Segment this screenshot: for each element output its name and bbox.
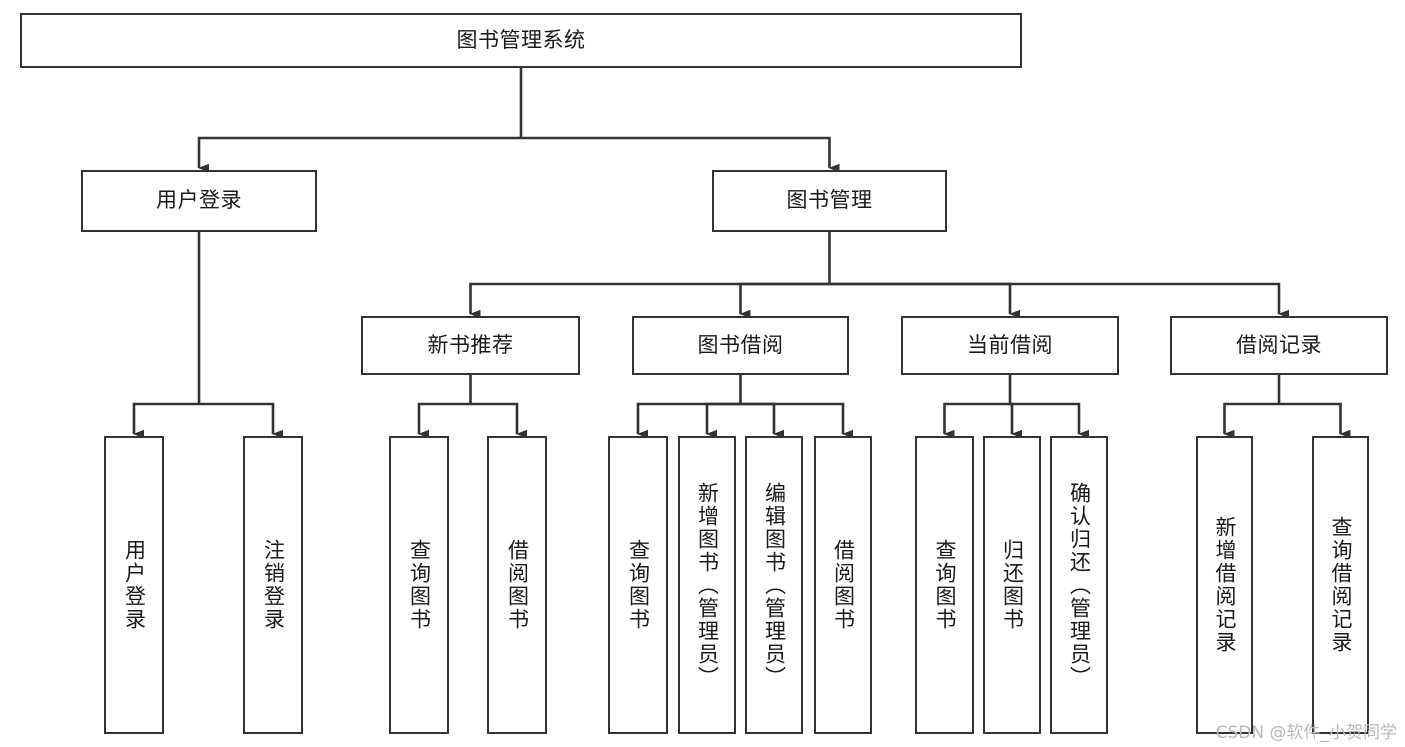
node-label: 注销登录 [261, 539, 286, 631]
node-label: 查询图书 [933, 539, 957, 631]
node-label: 借阅图书 [831, 539, 856, 631]
node-label: 用户登录 [156, 188, 242, 213]
connector-branch [1010, 402, 1089, 439]
node-label: 图书管理系统 [456, 27, 586, 52]
node-login[interactable]: 用户登录 [81, 170, 317, 232]
node-label: 借阅图书 [505, 539, 530, 631]
node-label: 借阅记录 [1236, 332, 1322, 357]
connector-branch [1223, 402, 1279, 439]
node-l5[interactable]: 查询图书 [608, 436, 668, 734]
node-label: 新增图书（管理员） [695, 481, 720, 689]
node-bookmgmt[interactable]: 图书管理 [712, 170, 947, 232]
node-l13[interactable]: 查询借阅记录 [1312, 436, 1369, 734]
node-borrow[interactable]: 图书借阅 [632, 316, 849, 375]
node-current[interactable]: 当前借阅 [901, 316, 1119, 375]
node-records[interactable]: 借阅记录 [1170, 316, 1388, 375]
connector-branch [417, 402, 471, 439]
connector-branch [705, 402, 741, 439]
node-label: 归还图书 [1000, 539, 1025, 631]
node-l3[interactable]: 查询图书 [389, 436, 449, 734]
connector-branch [1279, 402, 1351, 439]
connector-branch [521, 136, 840, 173]
connector-branch [636, 402, 741, 439]
connector-branch [943, 402, 1010, 439]
node-label: 查询借阅记录 [1329, 516, 1353, 654]
watermark-text: CSDN @软件_小贺同学 [1215, 723, 1397, 743]
connector-branch [469, 282, 830, 319]
node-label: 查询图书 [626, 539, 651, 631]
node-label: 用户登录 [122, 539, 147, 631]
connector-branch [470, 402, 527, 439]
connector-branch [132, 402, 199, 439]
node-l12[interactable]: 新增借阅记录 [1196, 436, 1253, 734]
connector-branch [199, 402, 283, 439]
node-l7[interactable]: 编辑图书（管理员） [745, 436, 803, 734]
node-label: 查询图书 [407, 539, 432, 631]
node-label: 编辑图书（管理员） [762, 481, 787, 689]
node-l10[interactable]: 归还图书 [983, 436, 1041, 734]
node-label: 当前借阅 [967, 332, 1053, 357]
node-label: 新书推荐 [427, 332, 514, 357]
node-l6[interactable]: 新增图书（管理员） [678, 436, 736, 734]
connector-branch [740, 402, 853, 439]
node-l9[interactable]: 查询图书 [915, 436, 974, 734]
connector-branch [829, 282, 1289, 319]
node-l8[interactable]: 借阅图书 [814, 436, 872, 734]
node-label: 新增借阅记录 [1213, 516, 1237, 654]
node-l11[interactable]: 确认归还（管理员） [1050, 436, 1108, 734]
connector-branch [740, 402, 784, 439]
connector-branch [829, 282, 1020, 319]
node-label: 图书管理 [786, 188, 873, 213]
node-newbook[interactable]: 新书推荐 [361, 316, 580, 375]
node-l2[interactable]: 注销登录 [243, 436, 303, 734]
connector-branch [1010, 402, 1022, 439]
node-label: 确认归还（管理员） [1067, 481, 1092, 689]
connector-branch [197, 136, 521, 173]
node-label: 图书借阅 [697, 332, 784, 357]
connector-branch [739, 282, 830, 319]
node-l4[interactable]: 借阅图书 [487, 436, 547, 734]
node-l1[interactable]: 用户登录 [104, 436, 164, 734]
node-root[interactable]: 图书管理系统 [20, 13, 1022, 68]
